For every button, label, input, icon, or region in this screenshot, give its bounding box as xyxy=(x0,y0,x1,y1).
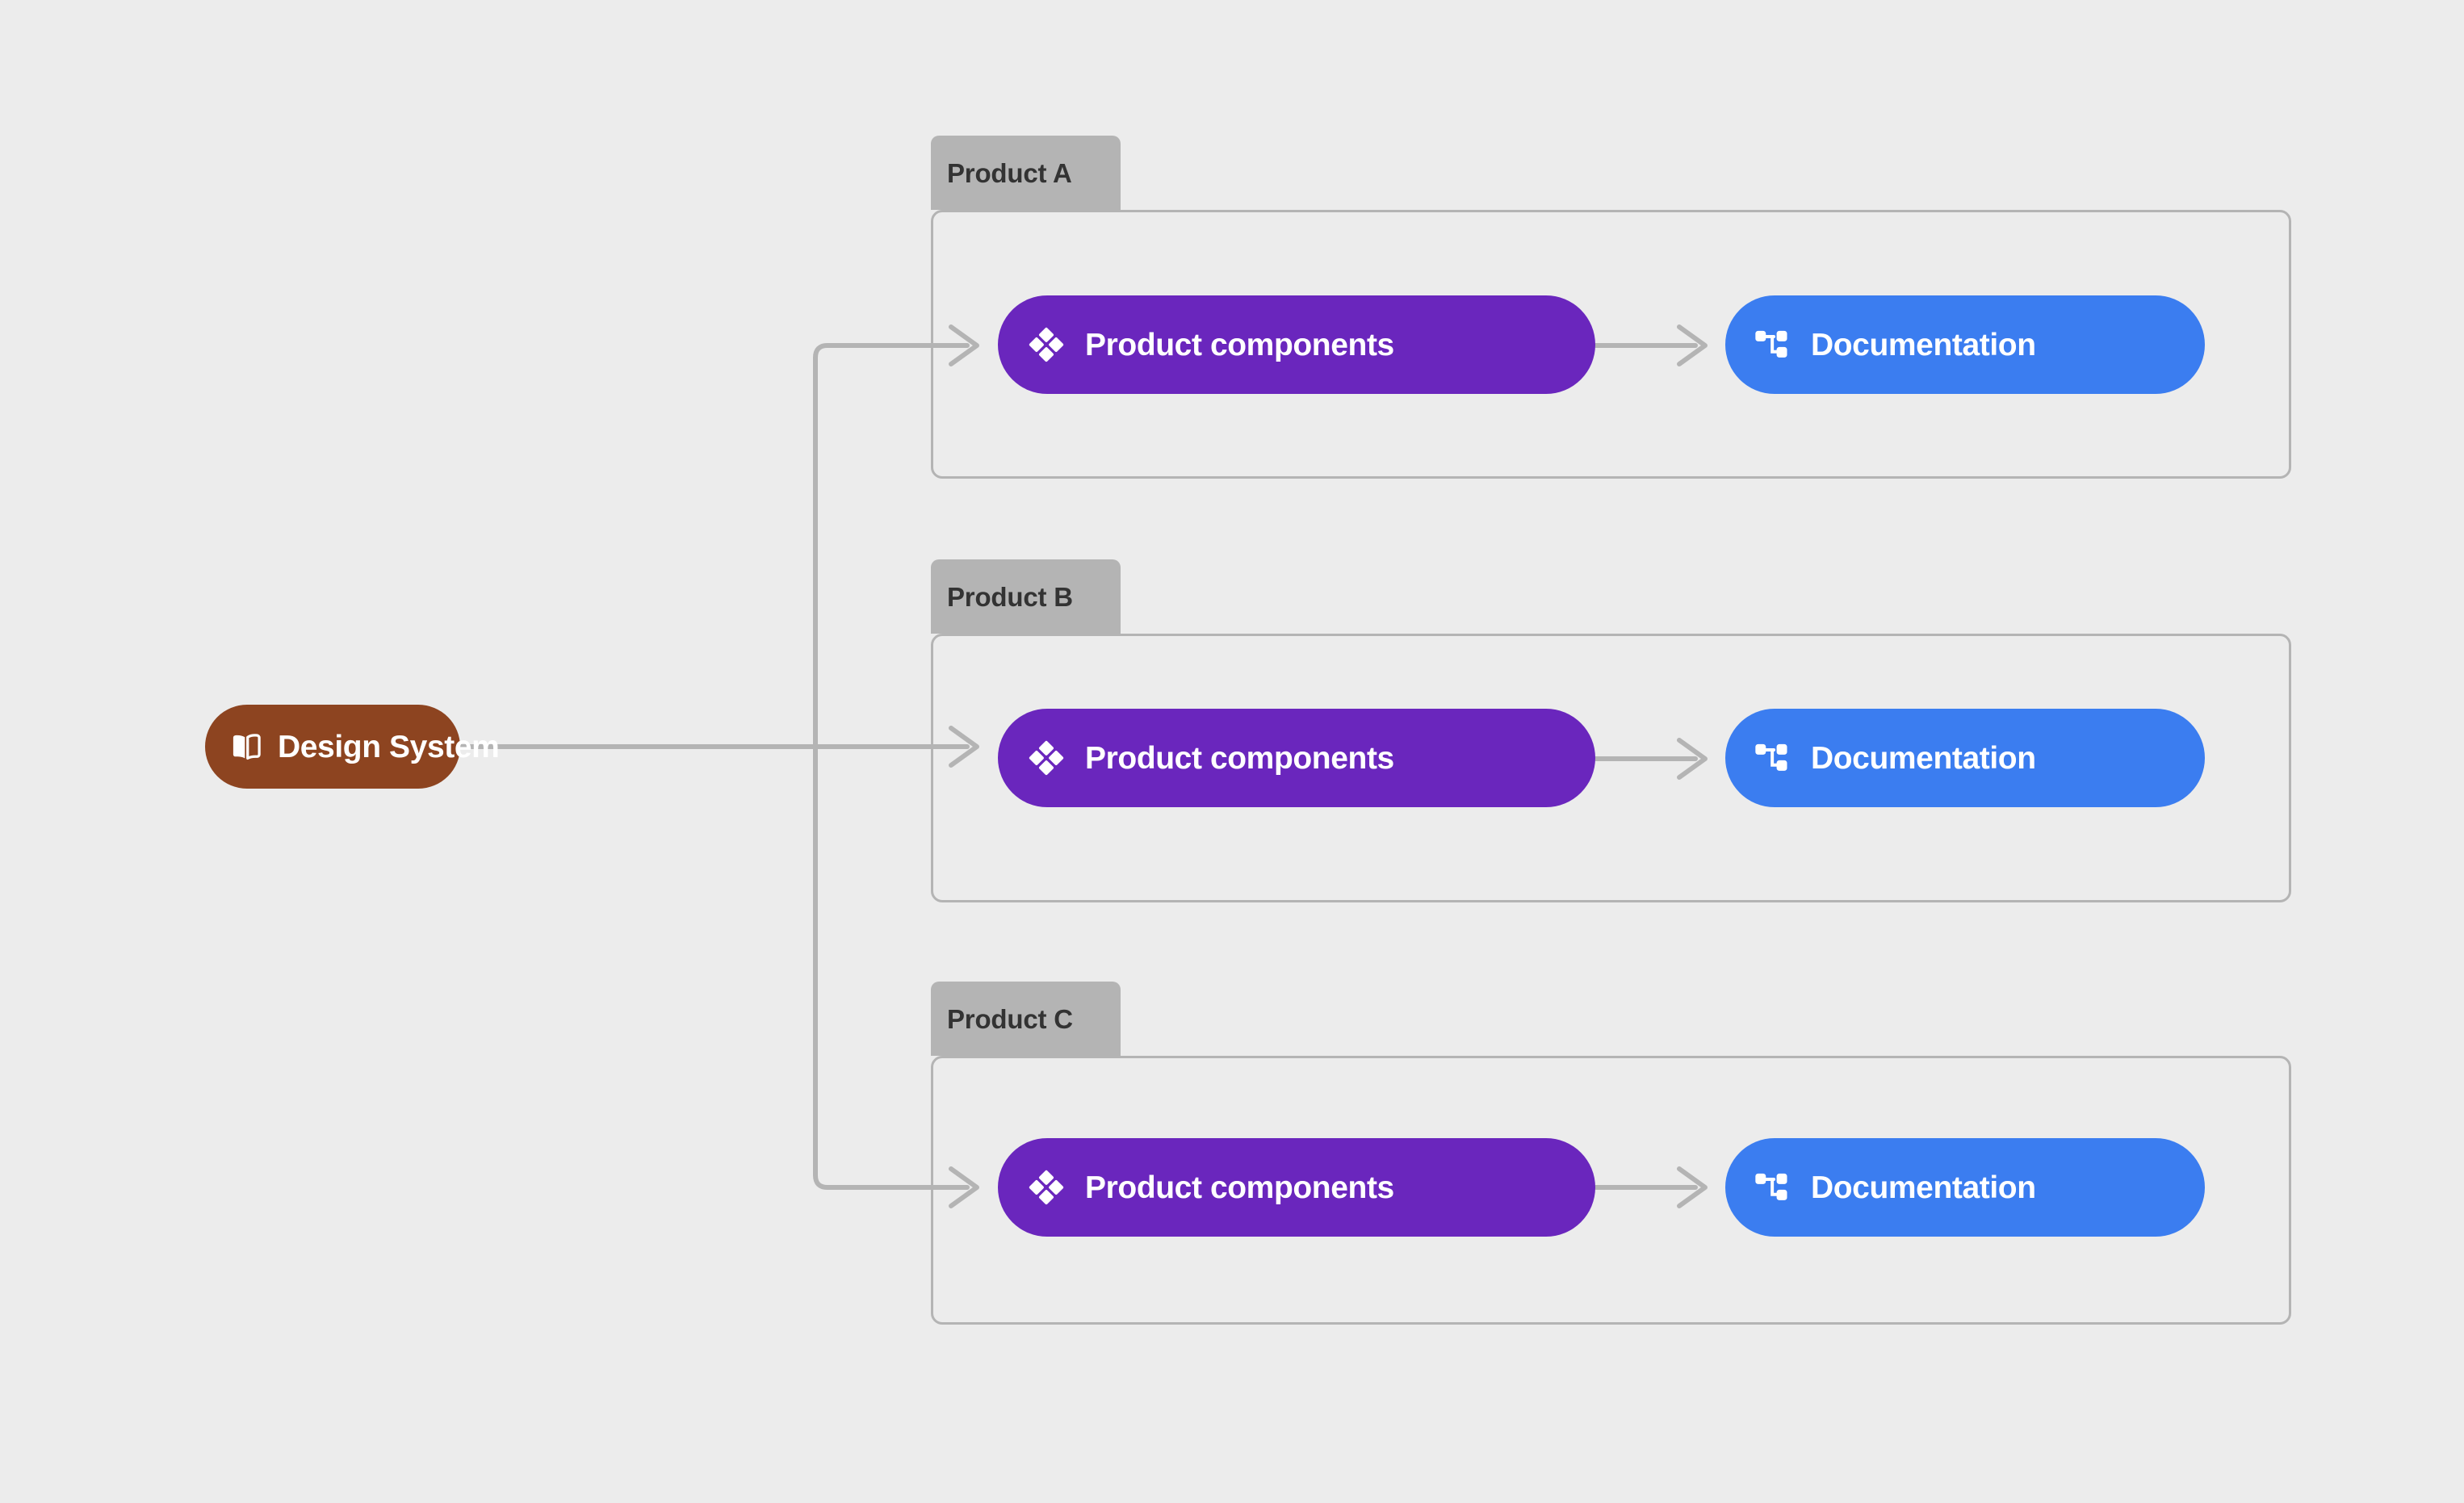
group-container-product-c[interactable] xyxy=(931,1056,2291,1325)
group-tab-product-c[interactable]: Product C xyxy=(931,982,1121,1056)
node-design-system[interactable]: Design System xyxy=(205,705,500,789)
node-label: Product components xyxy=(1085,1170,1394,1205)
group-tab-label: Product C xyxy=(947,1003,1073,1034)
node-product-c-documentation[interactable]: Documentation xyxy=(1725,1138,2205,1237)
group-tab-label: Product A xyxy=(947,157,1072,188)
sitemap-icon xyxy=(1755,743,1787,771)
components-diamond-icon xyxy=(1029,1170,1064,1205)
node-product-a-documentation[interactable]: Documentation xyxy=(1725,295,2205,394)
node-label: Product components xyxy=(1085,740,1394,776)
sitemap-icon xyxy=(1755,330,1787,358)
node-label: Product components xyxy=(1085,327,1394,362)
node-product-b-documentation[interactable]: Documentation xyxy=(1725,709,2205,807)
book-icon xyxy=(233,734,261,760)
components-diamond-icon xyxy=(1029,327,1064,362)
group-tab-product-b[interactable]: Product B xyxy=(931,559,1121,634)
group-tab-product-a[interactable]: Product A xyxy=(931,136,1121,210)
node-product-b-components[interactable]: Product components xyxy=(998,709,1595,807)
sitemap-icon xyxy=(1755,1173,1787,1200)
node-product-a-components[interactable]: Product components xyxy=(998,295,1595,394)
components-diamond-icon xyxy=(1029,740,1064,776)
node-label: Documentation xyxy=(1811,1170,2036,1205)
node-label: Documentation xyxy=(1811,327,2036,362)
node-product-c-components[interactable]: Product components xyxy=(998,1138,1595,1237)
group-tab-label: Product B xyxy=(947,581,1073,612)
node-label: Documentation xyxy=(1811,740,2036,776)
node-label: Design System xyxy=(278,729,500,764)
